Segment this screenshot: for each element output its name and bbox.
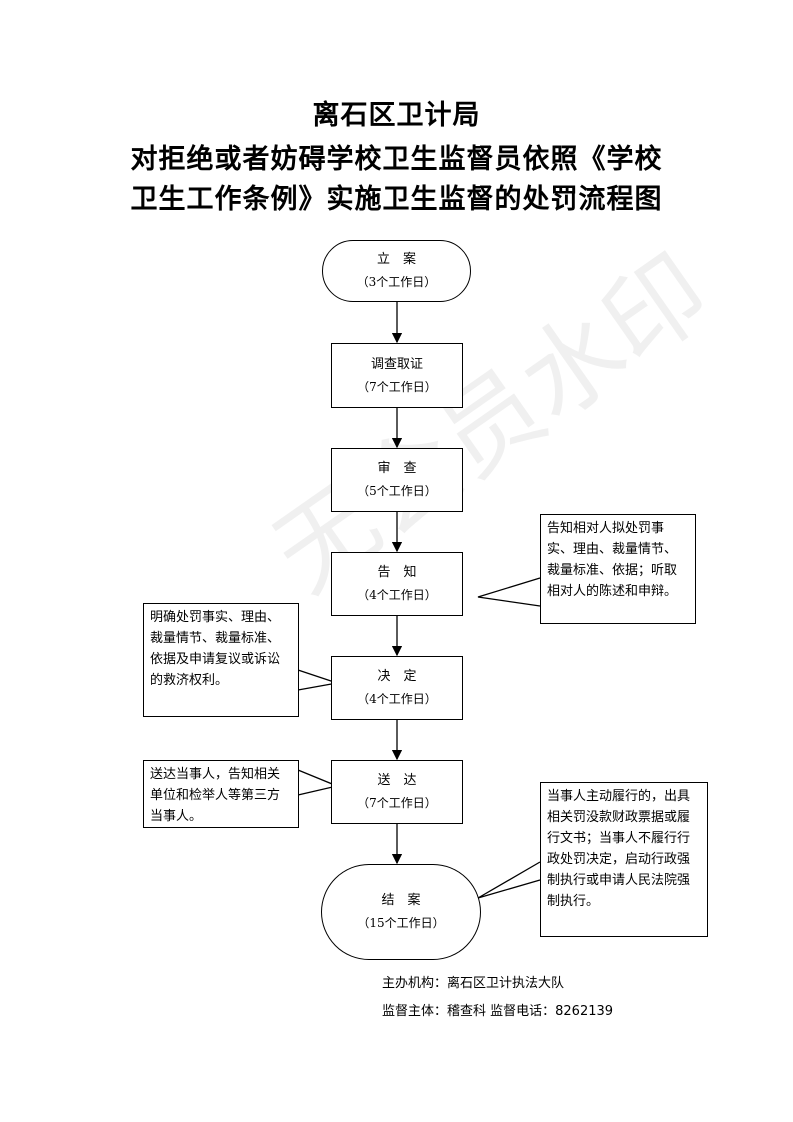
step-days: （4个工作日） bbox=[357, 588, 437, 602]
step-close: 结 案 （15个工作日） bbox=[321, 864, 481, 960]
step-days: （3个工作日） bbox=[356, 275, 437, 289]
step-deliver: 送 达 （7个工作日） bbox=[331, 760, 463, 824]
step-label: 结 案 bbox=[381, 893, 421, 908]
step-label: 送 达 bbox=[377, 773, 417, 788]
step-register: 立 案 （3个工作日） bbox=[322, 240, 471, 302]
title-line-3: 卫生工作条例》实施卫生监督的处罚流程图 bbox=[130, 184, 663, 215]
footer-supervisor: 监督主体：稽查科 监督电话：8262139 bbox=[382, 1004, 614, 1019]
note-decision: 明确处罚事实、理由、裁量情节、裁量标准、依据及申请复议或诉讼的救济权利。 bbox=[143, 603, 299, 717]
note-notify: 告知相对人拟处罚事实、理由、裁量情节、裁量标准、依据；听取相对人的陈述和申辩。 bbox=[540, 514, 696, 624]
step-investigate: 调查取证 （7个工作日） bbox=[331, 343, 463, 408]
title-line-2: 对拒绝或者妨碍学校卫生监督员依照《学校 bbox=[130, 144, 663, 175]
step-label: 审 查 bbox=[377, 461, 417, 476]
notify-callout-pointer bbox=[477, 577, 541, 607]
step-days: （5个工作日） bbox=[357, 484, 437, 498]
step-label: 告 知 bbox=[377, 565, 417, 580]
step-days: （15个工作日） bbox=[357, 916, 445, 930]
step-label: 立 案 bbox=[376, 252, 416, 267]
step-decide: 决 定 （4个工作日） bbox=[331, 656, 463, 720]
footer-organizer: 主办机构：离石区卫计执法大队 bbox=[382, 976, 565, 991]
note-delivery: 送达当事人，告知相关单位和检举人等第三方当事人。 bbox=[143, 760, 299, 828]
title-line-1: 离石区卫计局 bbox=[312, 100, 481, 131]
step-label: 调查取证 bbox=[370, 356, 423, 372]
step-review: 审 查 （5个工作日） bbox=[331, 448, 463, 512]
step-notify: 告 知 （4个工作日） bbox=[331, 552, 463, 616]
note-close: 当事人主动履行的，出具相关罚没款财政票据或履行文书；当事人不履行行政处罚决定，启… bbox=[540, 782, 708, 937]
step-label: 决 定 bbox=[377, 669, 417, 684]
step-days: （7个工作日） bbox=[357, 379, 437, 394]
step-days: （7个工作日） bbox=[357, 796, 437, 810]
step-days: （4个工作日） bbox=[357, 692, 437, 706]
close-callout-pointer bbox=[477, 861, 541, 899]
